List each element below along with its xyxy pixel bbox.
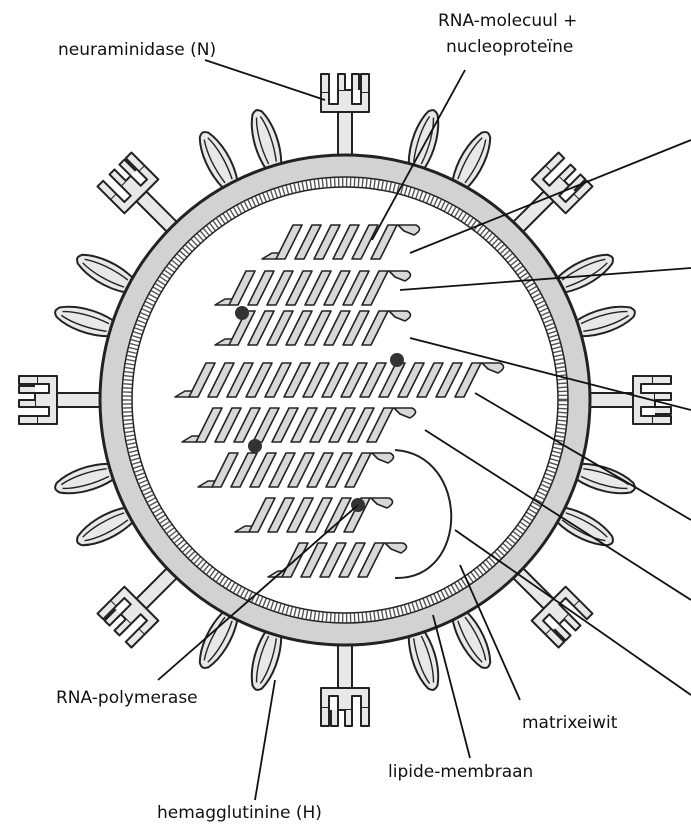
label-rna-molecule-line2: nucleoproteïne bbox=[446, 37, 573, 57]
hemagglutinin-spike bbox=[245, 107, 284, 170]
hemagglutinin-spike bbox=[245, 630, 284, 693]
neuraminidase-spike bbox=[321, 642, 369, 726]
neuraminidase-spike bbox=[19, 376, 103, 424]
label-lipid-membrane: lipide-membraan bbox=[388, 762, 533, 782]
label-hemagglutinin: hemagglutinine (H) bbox=[157, 803, 322, 823]
polymerase-dot bbox=[235, 306, 249, 320]
label-neuraminidase: neuraminidase (N) bbox=[58, 40, 216, 60]
hemagglutinin-spike bbox=[52, 460, 115, 499]
polymerase-dot bbox=[390, 353, 404, 367]
label-matrix-protein: matrixeiwit bbox=[522, 713, 618, 733]
label-rna-molecule-line1: RNA-molecuul + bbox=[438, 11, 577, 31]
hemagglutinin-spike bbox=[52, 300, 115, 339]
leader-neuraminidase bbox=[205, 60, 325, 100]
neuraminidase-spike bbox=[321, 74, 369, 158]
leader-right-6 bbox=[455, 530, 691, 695]
hemagglutinin-spike bbox=[575, 300, 638, 339]
polymerase-dot bbox=[248, 439, 262, 453]
label-rna-polymerase: RNA-polymerase bbox=[56, 688, 198, 708]
neuraminidase-spike bbox=[587, 376, 671, 424]
hemagglutinin-spike bbox=[575, 460, 638, 499]
leader-hemagglutinin bbox=[255, 680, 275, 800]
